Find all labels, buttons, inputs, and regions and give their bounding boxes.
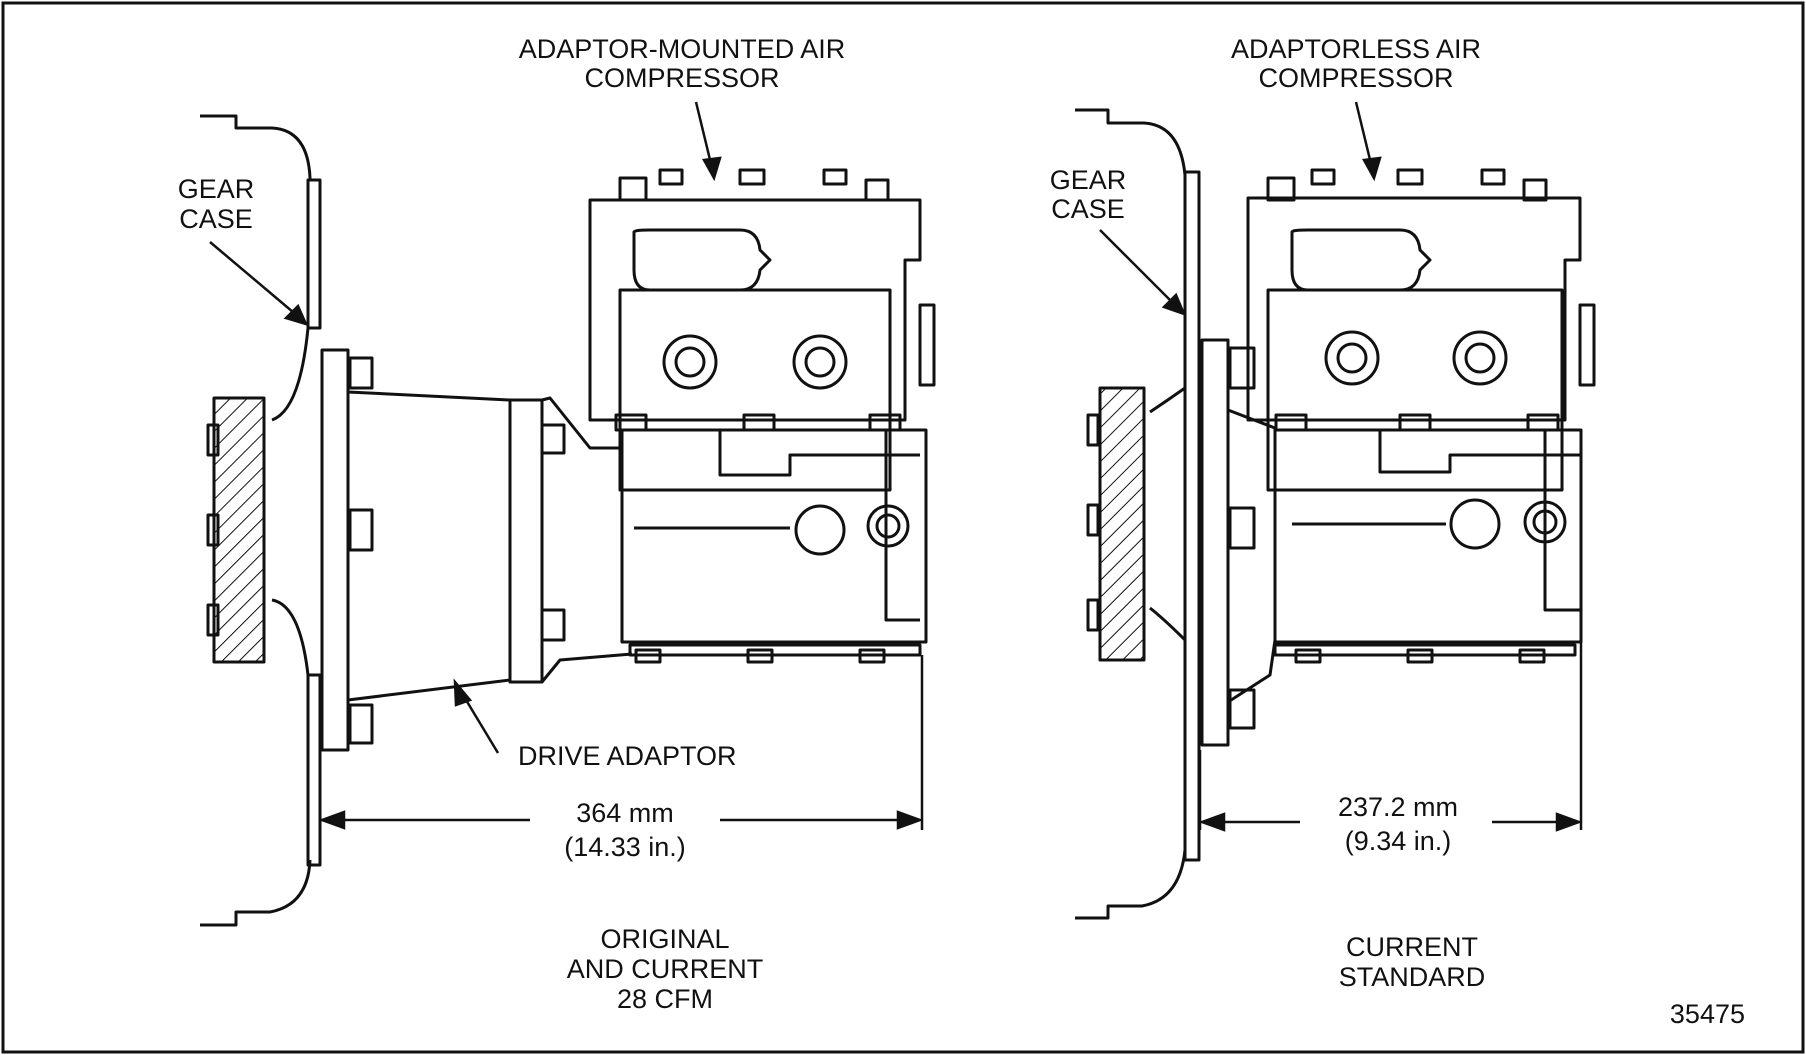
left-assembly [200, 114, 936, 927]
right-gear-case [1075, 108, 1201, 920]
right-dimension-metric: 237.2 mm [1338, 792, 1458, 822]
right-dimension-line [1198, 640, 1583, 832]
left-dimension-text: 364 mm (14.33 in.) [564, 798, 686, 862]
left-caption: ORIGINAL AND CURRENT 28 CFM [567, 924, 764, 1014]
right-caption: CURRENT STANDARD [1339, 932, 1486, 992]
right-dimension-imperial: (9.34 in.) [1345, 826, 1452, 856]
left-caption-line3: 28 CFM [617, 984, 713, 1014]
left-gear-case [200, 114, 322, 927]
left-mounting-flange [320, 348, 350, 752]
right-drive-gear [1098, 386, 1146, 662]
left-flange-bolts [348, 356, 374, 745]
right-gear-case-label-line2: CASE [1051, 194, 1125, 224]
left-compressor-label-line2: COMPRESSOR [584, 63, 779, 93]
left-compressor-body [588, 198, 936, 657]
left-compressor-label: ADAPTOR-MOUNTED AIR COMPRESSOR [519, 34, 846, 93]
right-compressor-body [1246, 196, 1596, 657]
right-gear-bolts [1086, 413, 1100, 632]
right-assembly [1075, 108, 1596, 920]
left-gear-case-label: GEAR CASE [178, 174, 255, 234]
right-flange-bolts [1228, 346, 1256, 730]
right-compressor-label-line2: COMPRESSOR [1258, 63, 1453, 93]
right-gear-case-label-line1: GEAR [1050, 165, 1127, 195]
right-caption-line1: CURRENT [1346, 932, 1478, 962]
left-compressor-bolts [614, 168, 902, 664]
right-caption-line2: STANDARD [1339, 962, 1486, 992]
right-compressor-label-line1: ADAPTORLESS AIR [1231, 34, 1481, 64]
drive-adaptor-label: DRIVE ADAPTOR [518, 741, 737, 771]
right-dimension-text: 237.2 mm (9.34 in.) [1338, 792, 1458, 856]
right-leaders [1099, 101, 1382, 317]
left-dimension-imperial: (14.33 in.) [564, 832, 686, 862]
left-gear-case-label-line1: GEAR [178, 174, 255, 204]
right-mounting-flange [1200, 338, 1230, 747]
left-leaders [209, 101, 722, 754]
right-gear-case-label: GEAR CASE [1050, 165, 1127, 224]
left-gear-case-label-line2: CASE [179, 204, 253, 234]
left-gear-bolts [206, 423, 220, 637]
left-drive-gear [212, 396, 266, 664]
left-caption-line2: AND CURRENT [567, 954, 764, 984]
left-dimension-metric: 364 mm [576, 798, 674, 828]
right-compressor-label: ADAPTORLESS AIR COMPRESSOR [1231, 34, 1481, 93]
left-caption-line1: ORIGINAL [600, 924, 729, 954]
left-compressor-label-line1: ADAPTOR-MOUNTED AIR [519, 34, 846, 64]
left-adaptor-flange [508, 398, 544, 684]
right-compressor-bolts [1266, 168, 1560, 664]
figure-number: 35475 [1670, 999, 1745, 1029]
left-dimension-line [318, 655, 924, 830]
